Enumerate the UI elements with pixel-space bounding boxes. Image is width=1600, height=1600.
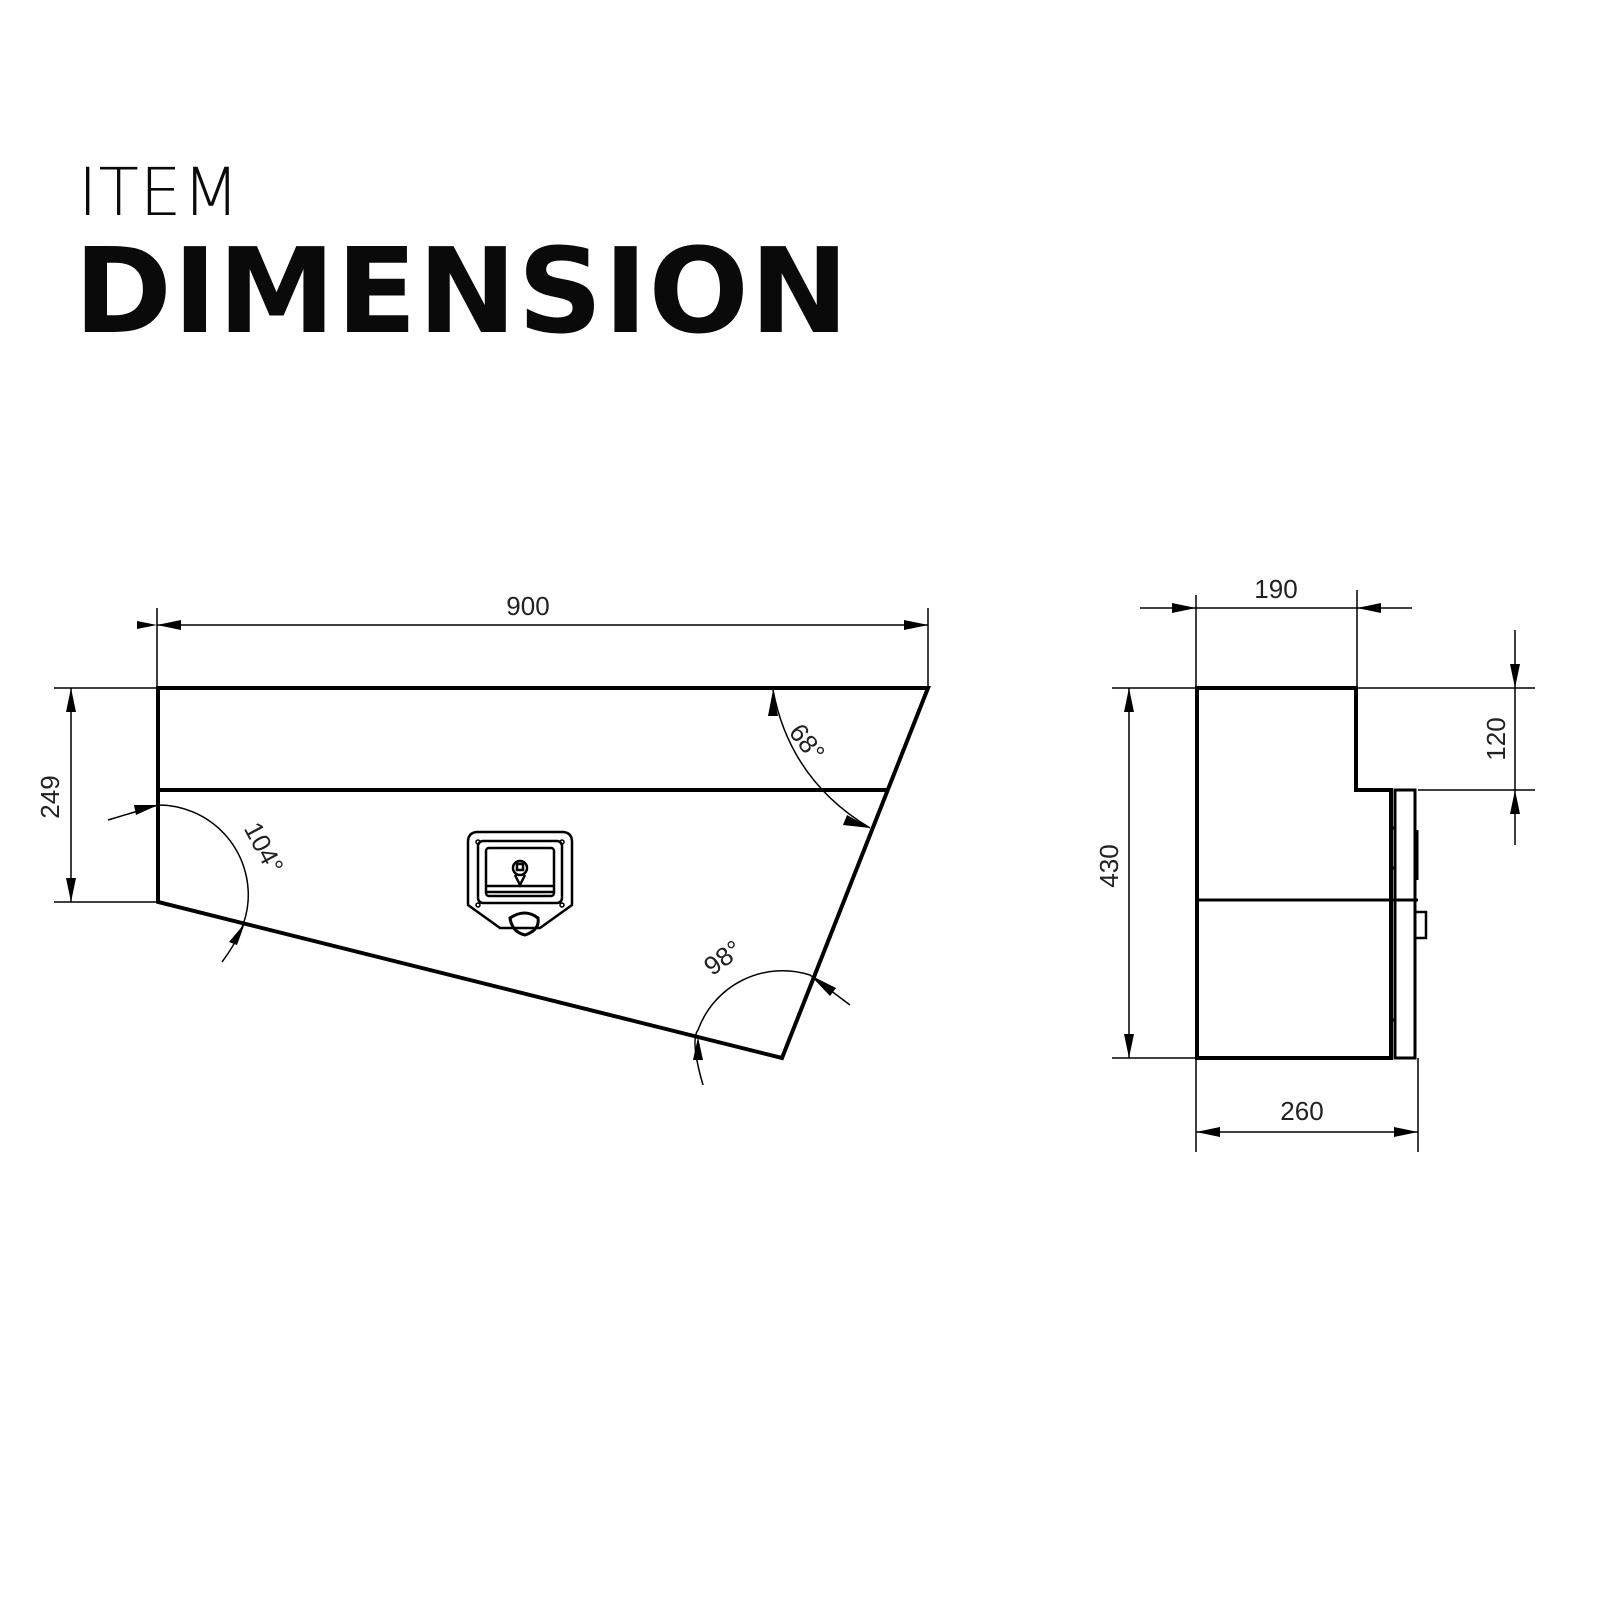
- front-view: 900 249 68° 104°: [35, 591, 931, 1086]
- angle-68: 68°: [768, 689, 871, 829]
- dimension-120: 120: [1356, 630, 1535, 845]
- toolbox-front-outline: [156, 686, 931, 1061]
- label-260: 260: [1280, 1096, 1323, 1126]
- label-68: 68°: [783, 718, 831, 767]
- t-handle-lock-icon: [466, 830, 574, 937]
- dimension-190: 190: [1140, 574, 1412, 688]
- label-249: 249: [35, 775, 65, 818]
- label-120: 120: [1481, 717, 1511, 760]
- label-900: 900: [506, 591, 549, 621]
- dimension-430: 430: [1094, 687, 1197, 1059]
- label-190: 190: [1254, 574, 1297, 604]
- dimension-260: 260: [1195, 1058, 1419, 1152]
- dimension-height-249: 249: [35, 687, 158, 903]
- label-430: 430: [1094, 844, 1124, 887]
- angle-98: 98°: [693, 934, 851, 1086]
- toolbox-side-outline: [1195, 686, 1393, 1060]
- title-item: ITEM: [78, 154, 241, 231]
- title-dimension: DIMENSION: [74, 222, 850, 360]
- label-98: 98°: [698, 934, 747, 981]
- label-104: 104°: [238, 817, 290, 879]
- side-view: 190 120 430 260: [1094, 574, 1535, 1152]
- lid-panel: [1393, 788, 1417, 1060]
- dimension-width-900: 900: [137, 591, 929, 688]
- side-handle-icon: [1413, 910, 1428, 940]
- angle-104: 104°: [107, 804, 290, 963]
